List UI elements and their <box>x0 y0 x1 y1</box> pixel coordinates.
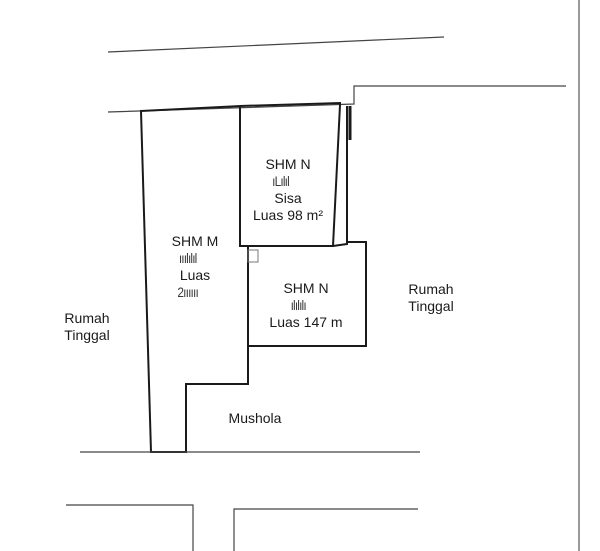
right-neighbor-label: Rumah Tinggal <box>398 281 464 315</box>
mushola-label: Mushola <box>220 410 290 427</box>
right-neighbor-line2: Tinggal <box>408 298 454 314</box>
parcel-remaining-title-prefix: SHM N <box>265 156 311 172</box>
parcel-main-title-prefix: SHM M <box>171 233 219 249</box>
parcel-split-title-redacted: ılılılı <box>290 297 307 313</box>
parcel-main-area: Luas 2ıııııı <box>146 267 244 301</box>
lower-right-plot <box>233 508 418 551</box>
corner-marker <box>247 249 259 263</box>
left-neighbor-label: Rumah Tinggal <box>54 310 120 344</box>
parcel-remaining-title-redacted: ıLılıl <box>272 173 290 189</box>
top-road-line <box>107 36 445 53</box>
parcel-main-area-prefix: Luas <box>179 267 211 283</box>
photo-edge-strip <box>574 0 600 551</box>
mushola-line1: Mushola <box>228 410 282 426</box>
right-neighbor-line1: Rumah <box>408 281 454 297</box>
parcel-split-area: Luas 147 m <box>269 314 343 330</box>
parcel-remaining-area: Luas 98 m² <box>252 207 324 223</box>
parcel-main-title-redacted: ııılılıl <box>178 250 198 266</box>
lower-left-plot <box>66 504 194 551</box>
left-neighbor-line2: Tinggal <box>64 327 110 343</box>
parcel-main-area-redacted: 2ıııııı <box>177 284 198 300</box>
upper-boundary-line <box>107 85 566 113</box>
left-neighbor-line1: Rumah <box>64 310 110 326</box>
parcel-remaining-status: Sisa <box>274 190 302 206</box>
parcel-split-title-prefix: SHM N <box>283 280 329 296</box>
